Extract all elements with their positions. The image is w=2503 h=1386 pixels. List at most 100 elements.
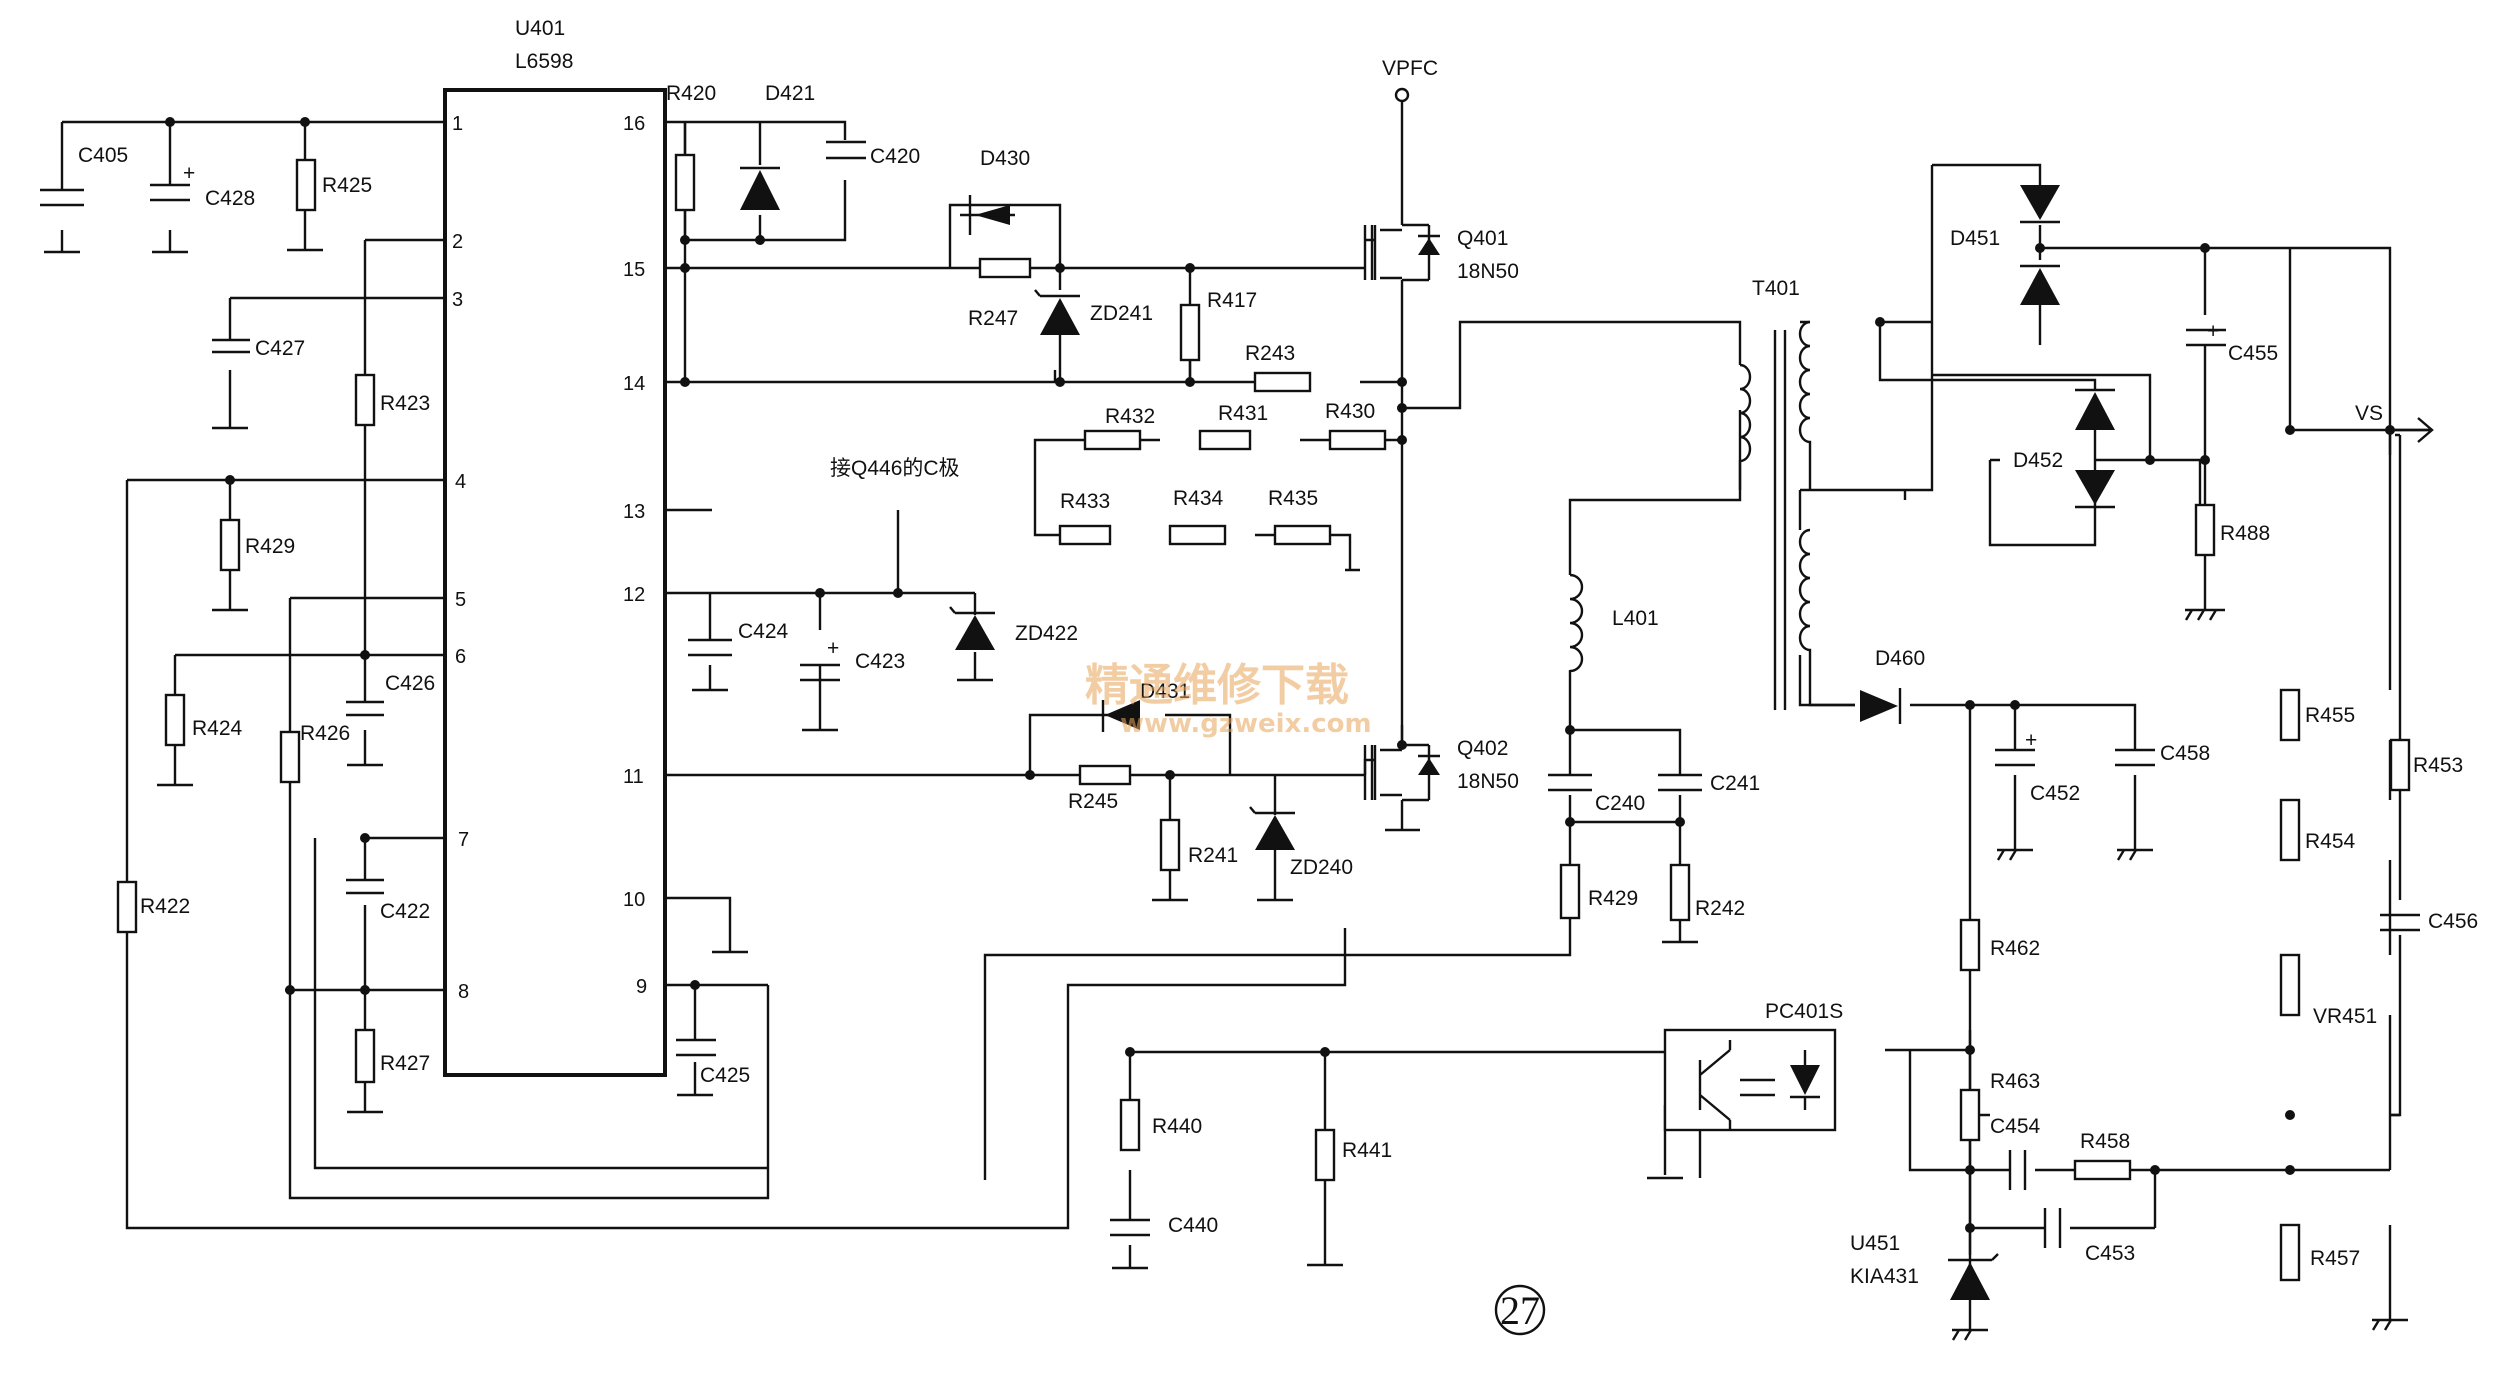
label: R425 [322, 174, 372, 197]
label: R427 [380, 1052, 430, 1075]
label: C420 [870, 145, 920, 168]
label: C456 [2428, 910, 2478, 933]
capacitors: + + + + [40, 140, 2420, 1248]
ic-pin: 8 [458, 981, 469, 1003]
ic-pin: 13 [623, 501, 645, 523]
ic-pin: 5 [455, 589, 466, 611]
ic-pin: 12 [623, 584, 645, 606]
label: R441 [1342, 1139, 1392, 1162]
note-label: 接Q446的C极 [830, 457, 960, 480]
svg-text:+: + [827, 637, 839, 660]
label: C424 [738, 620, 789, 643]
part-labels: VPFC Q401 18N50 Q402 18N50 T401 L401 VS … [830, 57, 2383, 1336]
ic-ref: U401 [515, 17, 565, 40]
ic-pin: 2 [452, 231, 463, 253]
ic-pin: 11 [623, 766, 644, 788]
label: R241 [1188, 844, 1238, 867]
label: VR451 [2313, 1005, 2377, 1028]
watermark-cn: 精通维修下载 [1085, 660, 1349, 711]
ic-pin: 9 [636, 976, 647, 998]
label: R458 [2080, 1130, 2130, 1153]
label: R431 [1218, 402, 1268, 425]
optocoupler-pc401s [1663, 1028, 1837, 1132]
label: D430 [980, 147, 1030, 170]
label: R426 [300, 722, 350, 745]
label: D452 [2013, 449, 2063, 472]
q401-ref: Q401 [1457, 227, 1508, 250]
label: R429 [245, 535, 295, 558]
ic-pin: 16 [623, 113, 645, 135]
resistors [116, 153, 2411, 1282]
label: C240 [1595, 792, 1645, 815]
ic-u401: U401 L6598 1 2 3 4 5 6 7 8 9 10 11 12 13… [443, 17, 667, 1077]
ic-pin: 7 [458, 829, 469, 851]
label: ZD241 [1090, 302, 1153, 325]
ic-pin: 3 [452, 289, 463, 311]
ic-pin: 15 [623, 259, 645, 281]
label: R417 [1207, 289, 1257, 312]
label: C405 [78, 144, 128, 167]
label: C428 [205, 187, 255, 210]
label: R455 [2305, 704, 2355, 727]
vs-arrow [2390, 417, 2434, 443]
t401-label: T401 [1752, 277, 1800, 300]
vs-label: VS [2355, 402, 2383, 425]
junctions [165, 87, 2395, 1233]
ic-pin: 14 [623, 373, 645, 395]
grounds [44, 248, 2408, 1341]
diodes [740, 166, 2115, 1300]
label: R422 [140, 895, 190, 918]
page-number-circle [1494, 1284, 1546, 1336]
ic-pin: 4 [455, 471, 466, 493]
label: C452 [2030, 782, 2080, 805]
ic-part: L6598 [515, 50, 573, 73]
label: C440 [1168, 1214, 1218, 1237]
label: R463 [1990, 1070, 2040, 1093]
q402-ref: Q402 [1457, 737, 1508, 760]
label: R430 [1325, 400, 1375, 423]
ic-pin: 10 [623, 889, 645, 911]
label: D421 [765, 82, 815, 105]
label: C426 [385, 672, 435, 695]
svg-text:+: + [2025, 729, 2037, 752]
label: C453 [2085, 1242, 2135, 1265]
mosfets [1363, 223, 1440, 802]
label: R462 [1990, 937, 2040, 960]
q402-part: 18N50 [1457, 770, 1519, 793]
component-labels: C405 C428 R425 C427 R423 R429 R424 C426 … [78, 82, 2478, 1270]
label: R453 [2413, 754, 2463, 777]
pc401s-label: PC401S [1765, 1000, 1843, 1023]
watermark-url: www.gzweix.com [1120, 709, 1372, 739]
page-number: 27 [1500, 1288, 1540, 1333]
label: C423 [855, 650, 905, 673]
label: R242 [1695, 897, 1745, 920]
label: R429 [1588, 887, 1638, 910]
label: ZD240 [1290, 856, 1353, 879]
label: R423 [380, 392, 430, 415]
label: C458 [2160, 742, 2210, 765]
vpfc-label: VPFC [1382, 57, 1438, 80]
label: R434 [1173, 487, 1224, 510]
label: D431 [1140, 680, 1190, 703]
svg-text:+: + [183, 162, 195, 185]
transformer-t401 [1569, 320, 1855, 710]
q401-part: 18N50 [1457, 260, 1519, 283]
ic-pin: 1 [452, 113, 463, 135]
label: C241 [1710, 772, 1760, 795]
label: R435 [1268, 487, 1318, 510]
label: R245 [1068, 790, 1118, 813]
label: R424 [192, 717, 243, 740]
label: R488 [2220, 522, 2270, 545]
l401-label: L401 [1612, 607, 1659, 630]
u451-part: KIA431 [1850, 1265, 1919, 1288]
label: R432 [1105, 405, 1155, 428]
label: C455 [2228, 342, 2278, 365]
label: R433 [1060, 490, 1110, 513]
label: R247 [968, 307, 1018, 330]
label: D451 [1950, 227, 2000, 250]
label: C422 [380, 900, 430, 923]
label: D460 [1875, 647, 1925, 670]
label: R243 [1245, 342, 1295, 365]
label: ZD422 [1015, 622, 1078, 645]
